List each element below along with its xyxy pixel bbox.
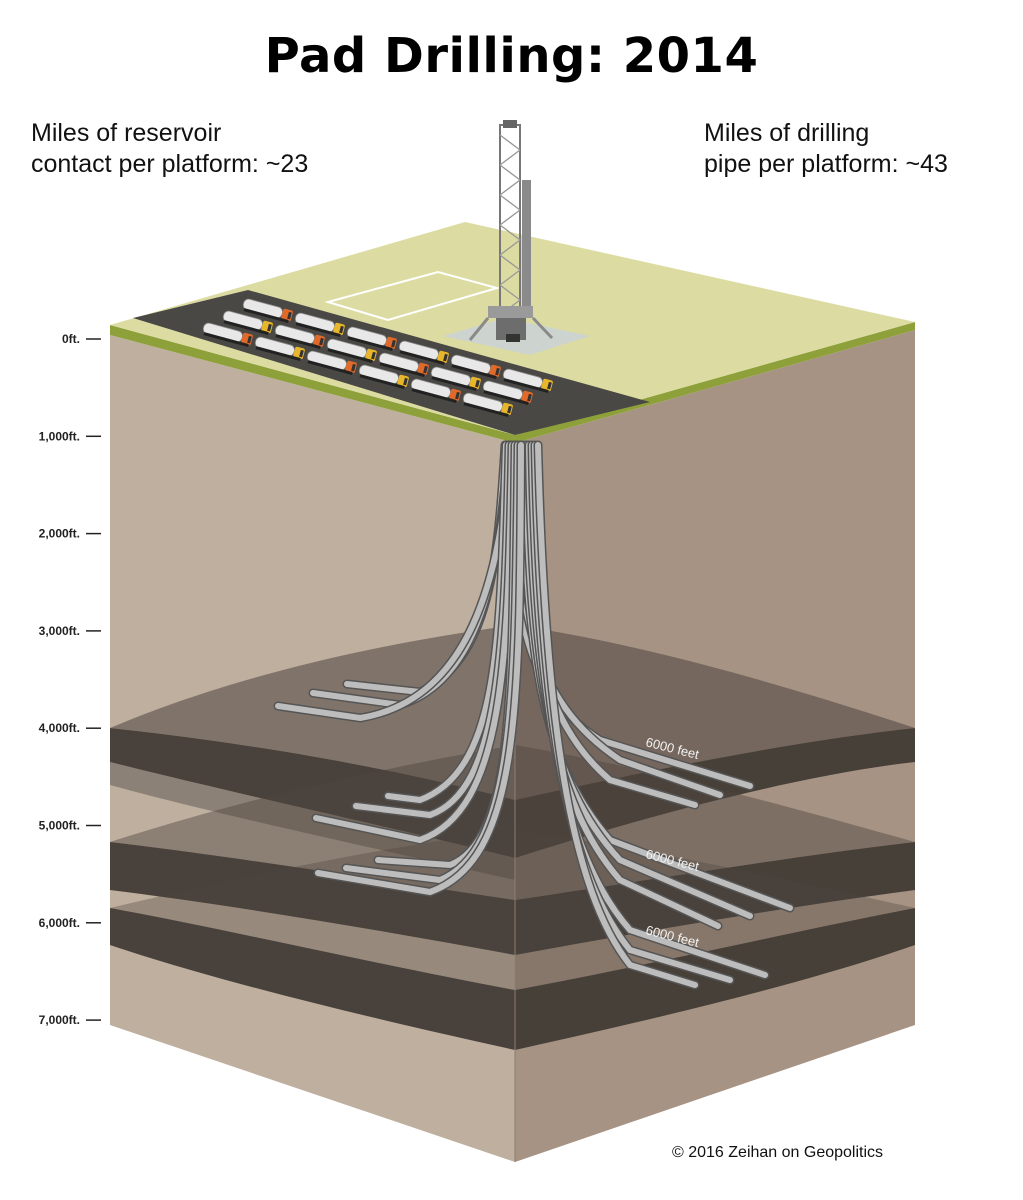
tanker-truck	[326, 338, 377, 363]
tanker-truck	[274, 324, 325, 349]
reservoir-contact-line2: contact per platform: ~23	[31, 150, 309, 178]
tanker-truck	[202, 322, 253, 347]
tanker-truck	[254, 336, 305, 361]
tanker-truck	[294, 312, 345, 337]
tanker-truck	[462, 392, 513, 417]
depth-scale: 0ft. 1,000ft. 2,000ft. 3,000ft. 4,000ft. 5,00…	[39, 332, 101, 1027]
tanker-truck	[482, 380, 533, 405]
tanker-truck	[398, 340, 449, 365]
depth-label: 7,000ft.	[39, 1013, 80, 1027]
tanker-truck	[346, 326, 397, 351]
page-title: Pad Drilling: 2014	[264, 28, 759, 84]
drilling-rig	[468, 120, 554, 342]
reservoir-contact-stat: Miles of reservoir contact per platform:…	[31, 118, 308, 180]
depth-label: 2,000ft.	[39, 527, 80, 541]
depth-label: 5,000ft.	[39, 819, 80, 833]
drilling-pipe-line2: pipe per platform: ~43	[704, 150, 948, 178]
drilling-pipe-line1: Miles of drilling	[704, 119, 870, 147]
drill-pipe	[535, 442, 698, 988]
drill-pipe	[315, 442, 524, 896]
tanker-truck	[430, 366, 481, 391]
drilling-pipe-stat: Miles of drilling pipe per platform: ~43	[704, 118, 948, 180]
depth-label: 4,000ft.	[39, 721, 80, 735]
depth-label: 3,000ft.	[39, 624, 80, 638]
tanker-truck	[378, 352, 429, 377]
drill-pipes	[273, 440, 795, 990]
storage-pit	[324, 270, 501, 322]
tanker-truck	[410, 378, 461, 403]
tanker-truck	[306, 350, 357, 375]
tanker-truck	[222, 310, 273, 335]
depth-label: 1,000ft.	[39, 429, 80, 443]
reservoir-contact-line1: Miles of reservoir	[31, 119, 222, 147]
tanker-truck	[358, 364, 409, 389]
depth-label: 6,000ft.	[39, 916, 80, 930]
depth-label: 0ft.	[62, 332, 80, 346]
shale-layers-left	[110, 728, 515, 1050]
tanker-trucks	[202, 298, 553, 417]
tanker-truck	[450, 354, 501, 379]
tanker-truck	[242, 298, 293, 323]
tanker-truck	[502, 368, 553, 393]
copyright-notice: © 2016 Zeihan on Geopolitics	[672, 1144, 884, 1161]
